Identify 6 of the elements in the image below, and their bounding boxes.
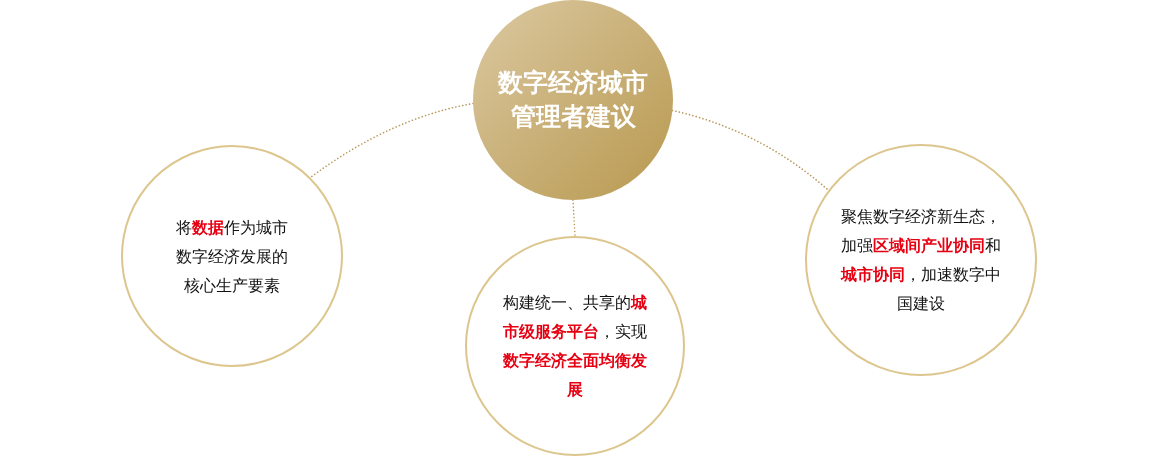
idea-circle: 聚焦数字经济新生态，加强区域间产业协同和城市协同，加速数字中国建设 xyxy=(805,144,1037,376)
dotted-connector xyxy=(572,199,576,237)
topic-circle: 数字经济城市管理者建议 xyxy=(473,0,673,200)
dotted-connector xyxy=(309,102,474,179)
idea-circle: 将数据作为城市数字经济发展的核心生产要素 xyxy=(121,145,343,367)
idea-circle: 构建统一、共享的城市级服务平台，实现数字经济全面均衡发展 xyxy=(465,236,685,456)
